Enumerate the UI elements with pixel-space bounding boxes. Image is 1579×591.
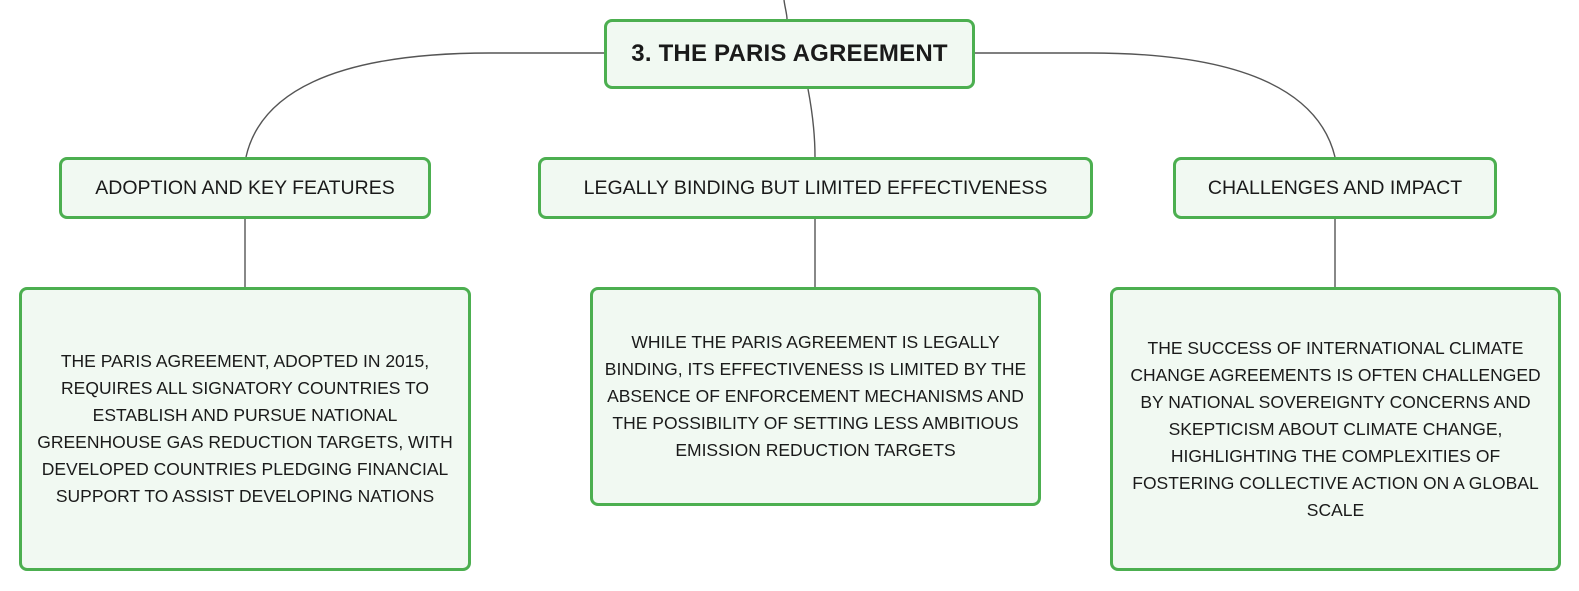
connector-from-parent: [783, 0, 788, 20]
branch-label-challenges: CHALLENGES AND IMPACT: [1207, 176, 1463, 199]
connector-root-to-legally-binding: [807, 88, 816, 158]
detail-node-challenges[interactable]: THE SUCCESS OF INTERNATIONAL CLIMATE CHA…: [1110, 287, 1561, 571]
branch-label-legally-binding: LEGALLY BINDING BUT LIMITED EFFECTIVENES…: [583, 176, 1048, 199]
branch-label-adoption: ADOPTION AND KEY FEATURES: [95, 176, 395, 199]
root-topic-label: 3. THE PARIS AGREEMENT: [631, 40, 948, 67]
detail-node-legally-binding[interactable]: WHILE THE PARIS AGREEMENT IS LEGALLY BIN…: [590, 287, 1041, 506]
connector-root-to-adoption: [245, 52, 604, 158]
detail-text-challenges: THE SUCCESS OF INTERNATIONAL CLIMATE CHA…: [1130, 337, 1541, 520]
detail-text-adoption: THE PARIS AGREEMENT, ADOPTED IN 2015, RE…: [37, 351, 453, 506]
branch-node-challenges[interactable]: CHALLENGES AND IMPACT: [1173, 157, 1497, 219]
root-topic-node[interactable]: 3. THE PARIS AGREEMENT: [604, 19, 975, 89]
connector-root-to-challenges: [975, 52, 1336, 158]
branch-node-legally-binding[interactable]: LEGALLY BINDING BUT LIMITED EFFECTIVENES…: [538, 157, 1093, 219]
detail-node-adoption[interactable]: THE PARIS AGREEMENT, ADOPTED IN 2015, RE…: [19, 287, 471, 571]
branch-node-adoption[interactable]: ADOPTION AND KEY FEATURES: [59, 157, 431, 219]
detail-text-legally-binding: WHILE THE PARIS AGREEMENT IS LEGALLY BIN…: [604, 332, 1027, 460]
